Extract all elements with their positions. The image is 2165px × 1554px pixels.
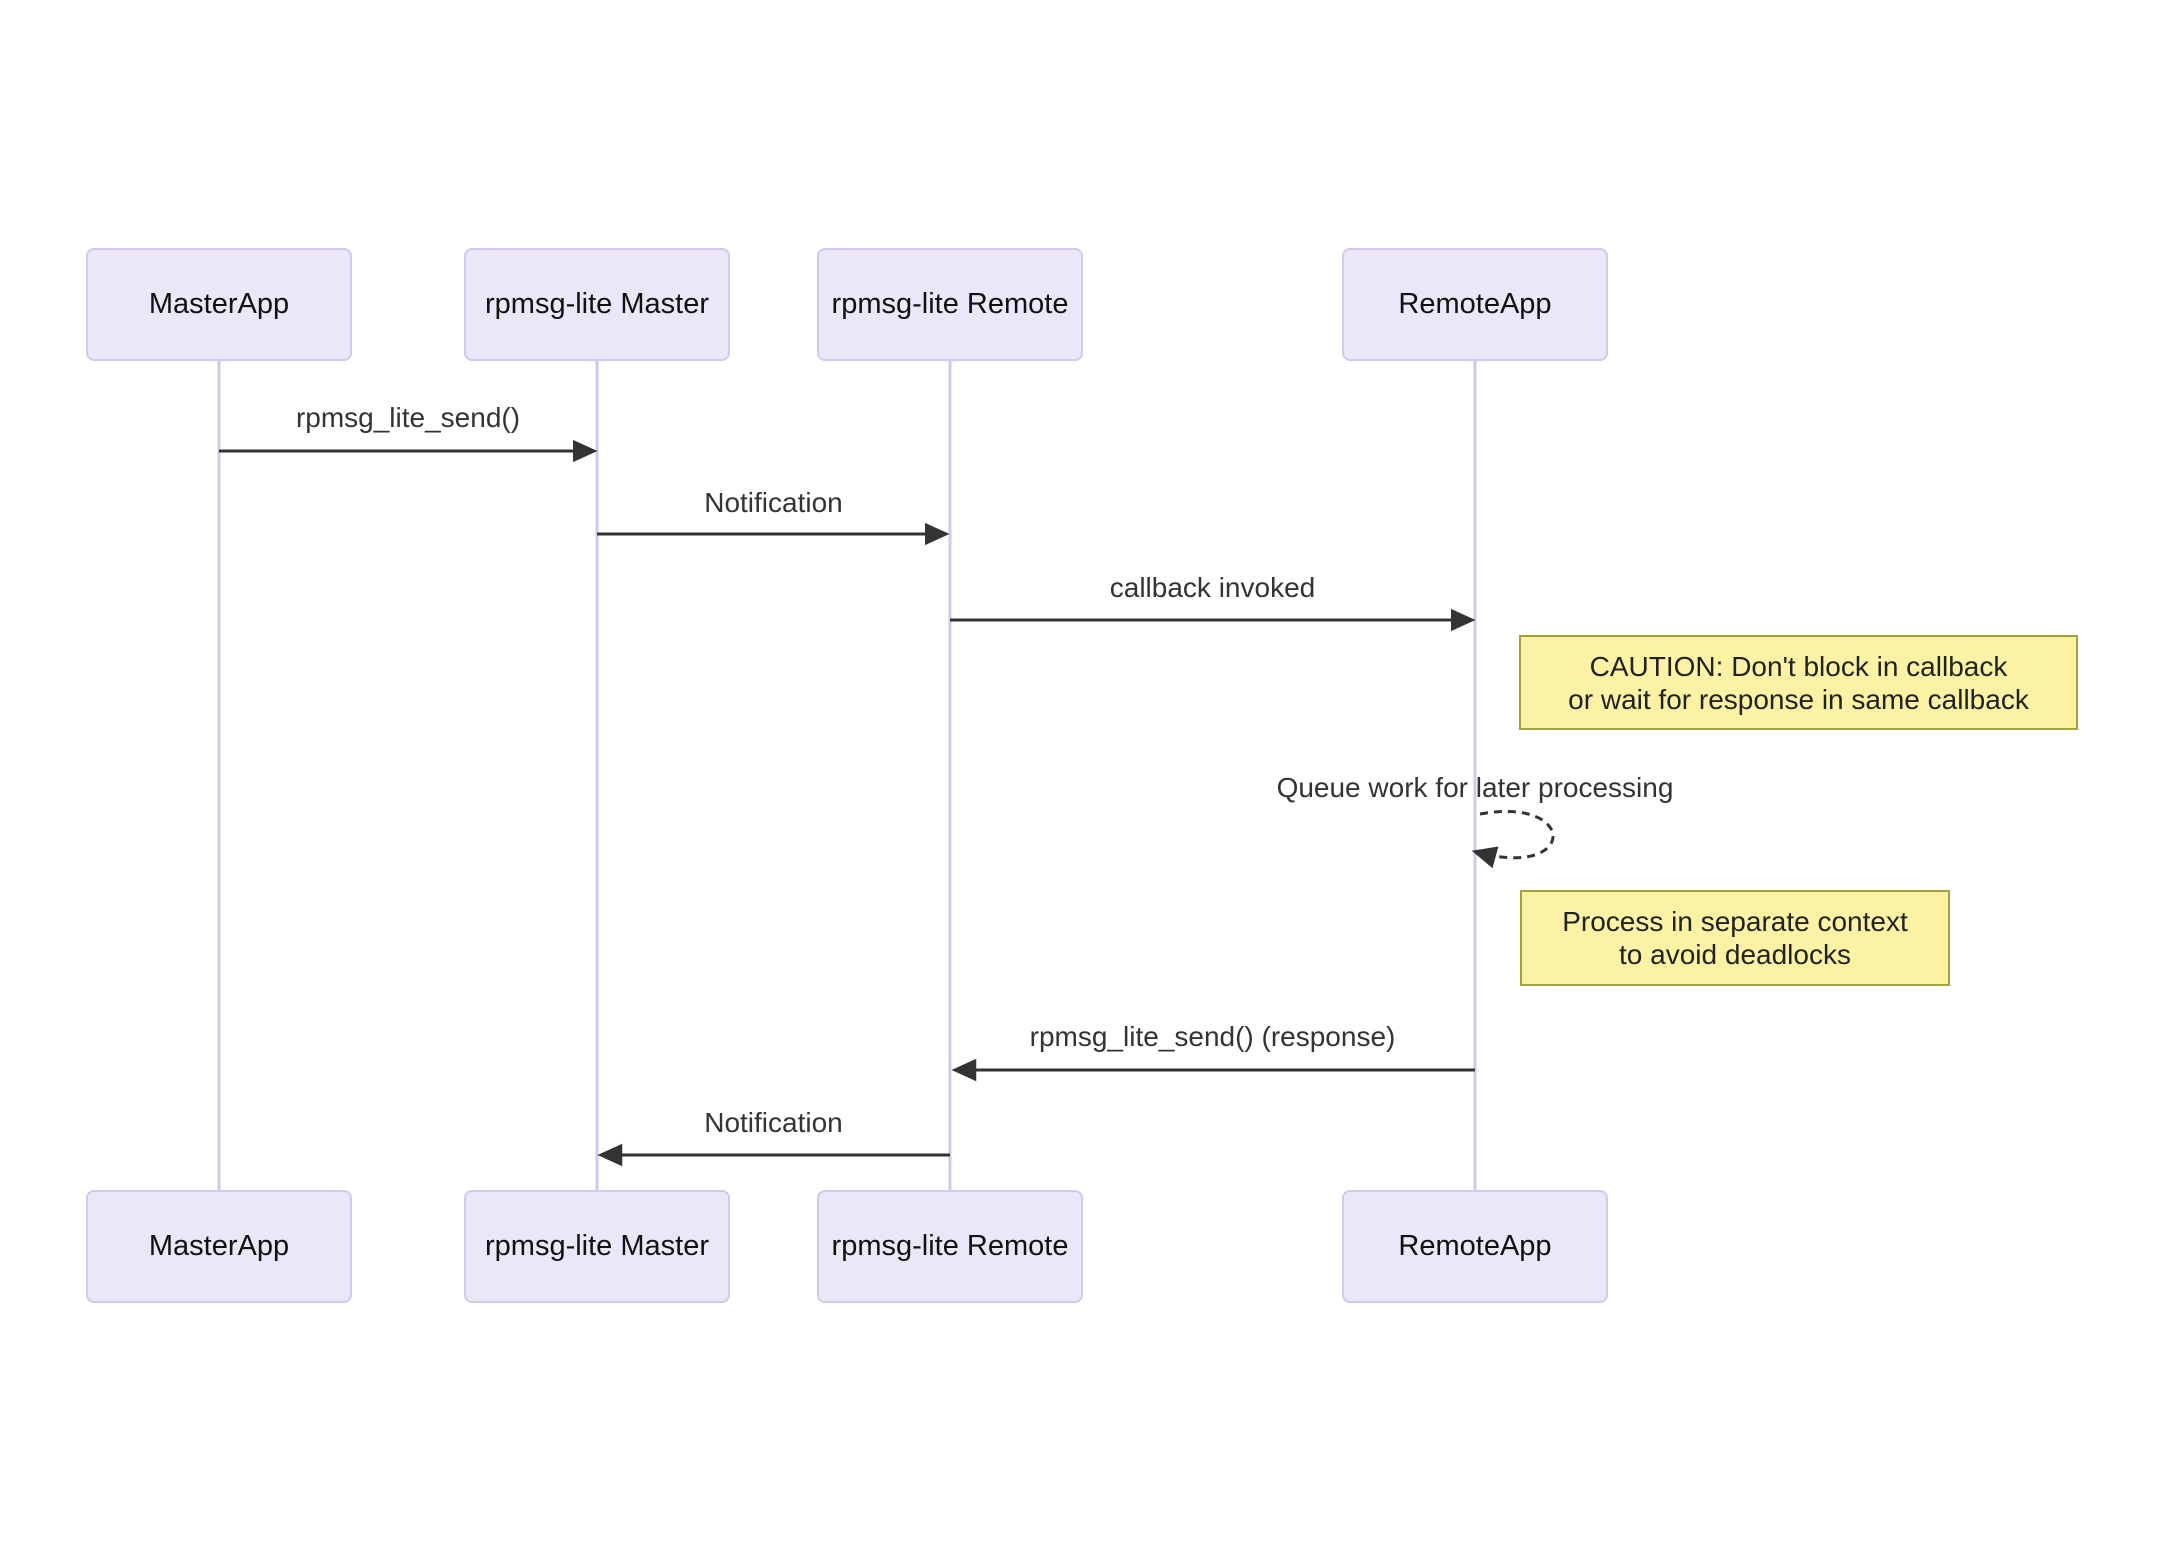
actor-top-masterapp: MasterApp (86, 248, 352, 361)
note-caution-dont-block: CAUTION: Don't block in callback or wait… (1519, 635, 2078, 730)
actor-label: MasterApp (148, 288, 290, 320)
actor-label: RemoteApp (1398, 288, 1552, 320)
actor-label: rpmsg-lite Master (485, 1230, 709, 1262)
message-label-notification-back: Notification (704, 1107, 843, 1138)
actor-label: rpmsg-lite Remote (831, 1230, 1069, 1262)
note-line: CAUTION: Don't block in callback (1589, 650, 2008, 682)
note-process-separate-context: Process in separate context to avoid dea… (1520, 890, 1950, 986)
actor-label: rpmsg-lite Master (485, 288, 709, 320)
actor-top-remoteapp: RemoteApp (1342, 248, 1608, 361)
actor-bottom-rpmsg-lite-master: rpmsg-lite Master (464, 1190, 730, 1303)
message-label-queue-work: Queue work for later processing (1276, 772, 1674, 803)
message-label-rpmsg-lite-send-response: rpmsg_lite_send() (response) (1029, 1021, 1396, 1052)
actor-bottom-masterapp: MasterApp (86, 1190, 352, 1303)
actor-label: rpmsg-lite Remote (831, 288, 1069, 320)
actor-label: RemoteApp (1398, 1230, 1552, 1262)
note-line: Process in separate context (1562, 906, 1908, 937)
actor-bottom-remoteapp: RemoteApp (1342, 1190, 1608, 1303)
note-line: or wait for response in same callback (1568, 683, 2029, 715)
self-message-arrow-queue-work (1471, 809, 1555, 869)
message-label-rpmsg-lite-send: rpmsg_lite_send() (295, 402, 521, 433)
message-label-callback-invoked: callback invoked (1109, 572, 1316, 603)
message-label-notification-forward: Notification (704, 487, 843, 518)
actor-bottom-rpmsg-lite-remote: rpmsg-lite Remote (817, 1190, 1083, 1303)
note-line: to avoid deadlocks (1619, 939, 1851, 970)
actor-top-rpmsg-lite-remote: rpmsg-lite Remote (817, 248, 1083, 361)
actor-label: MasterApp (148, 1230, 290, 1262)
actor-top-rpmsg-lite-master: rpmsg-lite Master (464, 248, 730, 361)
